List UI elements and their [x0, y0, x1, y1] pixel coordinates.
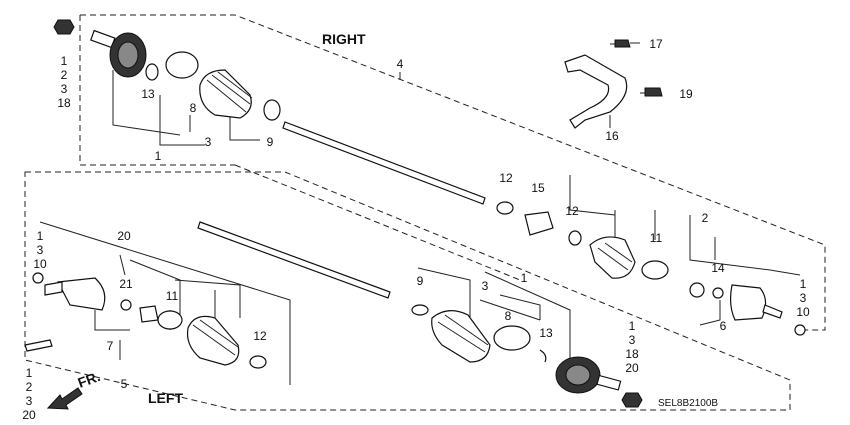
callout: 3: [61, 82, 68, 96]
callout: 1: [155, 149, 162, 163]
callout: 3: [800, 291, 807, 305]
bolt-17: [610, 39, 631, 48]
callout: 19: [679, 87, 693, 101]
callout: 11: [650, 231, 663, 245]
callout: 10: [33, 257, 47, 271]
right-shaft: [282, 121, 486, 205]
bottom-nut: [621, 392, 643, 408]
callout: 6: [720, 319, 727, 333]
diagram-code: SEL8B2100B: [658, 398, 718, 409]
callout: 2: [61, 68, 68, 82]
left-shaft: [197, 221, 391, 299]
bracket: [564, 54, 628, 129]
callout: 10: [796, 305, 810, 319]
left-pin: [24, 339, 53, 352]
callout: 16: [605, 129, 619, 143]
left-outboard-parts: [411, 304, 622, 394]
top-left-nut: [53, 19, 75, 35]
callout: 3: [629, 333, 636, 347]
right-label: RIGHT: [322, 31, 366, 47]
callout: 3: [482, 279, 489, 293]
callout: 3: [26, 394, 33, 408]
callout: 21: [119, 277, 133, 291]
callout: 3: [205, 135, 212, 149]
right-side-divider: [234, 164, 521, 281]
right-assembly-outline: [79, 14, 826, 331]
callout: 18: [625, 347, 639, 361]
callout: 4: [397, 57, 404, 71]
callout: 1: [37, 229, 44, 243]
callout: 13: [141, 87, 155, 101]
callout: 8: [505, 309, 512, 323]
callout: 11: [166, 289, 179, 303]
callout: 1: [26, 366, 33, 380]
right-outboard-joint: [90, 29, 147, 78]
callout: 14: [711, 261, 725, 275]
callout: 15: [531, 181, 545, 195]
callout: 2: [26, 380, 33, 394]
callout: 1: [521, 271, 528, 285]
front-label: FR.: [76, 368, 103, 391]
callout: 7: [107, 339, 114, 353]
callout: 9: [417, 274, 424, 288]
left-label: LEFT: [148, 390, 183, 406]
callout: 18: [57, 96, 71, 110]
right-boot-outboard: [199, 69, 253, 119]
callout: 12: [565, 204, 579, 218]
callout: 1: [61, 54, 68, 68]
left-boot-inboard: [186, 315, 267, 369]
left-assembly-outline: [24, 171, 791, 411]
callout: 17: [649, 37, 663, 51]
front-arrow-icon: [46, 387, 83, 410]
callout: 20: [625, 361, 639, 375]
callout: 20: [22, 408, 36, 422]
callout: 5: [121, 377, 128, 391]
right-boot-bands-top: [145, 51, 281, 121]
left-inboard-joint: [32, 272, 183, 330]
callout: 20: [117, 229, 131, 243]
bolt-19: [644, 87, 663, 97]
callout: 12: [499, 171, 513, 185]
callout: 1: [629, 319, 636, 333]
callout: 12: [253, 329, 267, 343]
callout: 1: [800, 277, 807, 291]
callout: 2: [702, 211, 709, 225]
right-inboard-parts: [496, 201, 806, 336]
callout: 13: [539, 326, 553, 340]
callout: 9: [267, 135, 274, 149]
callout: 8: [190, 101, 197, 115]
callout: 3: [37, 243, 44, 257]
